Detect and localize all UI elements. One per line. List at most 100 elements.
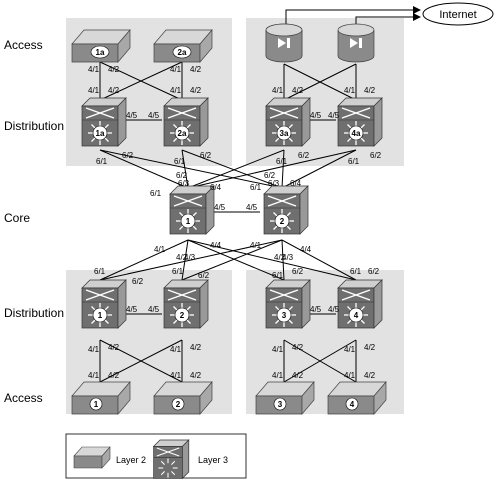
port-label: 6/2	[298, 151, 310, 160]
port-label: 6/1	[250, 183, 262, 192]
port-label: 4/2	[108, 371, 120, 380]
access-switch-2a: 2a	[153, 29, 213, 63]
distribution-switch-3a-label: 3a	[280, 129, 289, 138]
port-label: 6/1	[348, 157, 360, 166]
distribution-switch-2a: 2a	[163, 97, 209, 147]
port-label: 4/2	[190, 343, 202, 352]
port-label: 6/1	[276, 157, 288, 166]
port-label: 6/1	[272, 271, 284, 280]
access-switch-2-label: 2	[176, 400, 181, 409]
port-label: 4/3	[282, 253, 294, 262]
port-label: 4/2	[190, 86, 202, 95]
port-label: 6/2	[368, 267, 380, 276]
port-label: 4/2	[108, 86, 120, 95]
distribution-switch-1a-label: 1a	[96, 129, 105, 138]
distribution-switch-1-label: 1	[98, 311, 103, 320]
port-label: 6/4	[210, 183, 222, 192]
distribution-switch-4a: 4a	[337, 97, 383, 147]
port-label: 4/1	[170, 65, 182, 74]
port-label: 6/1	[172, 267, 184, 276]
port-label: 4/5	[126, 111, 138, 120]
port-label: 4/1	[344, 86, 356, 95]
access-switch-1-label: 1	[94, 400, 99, 409]
port-label: 4/5	[214, 203, 226, 212]
port-label: 4/5	[310, 305, 322, 314]
legend: Layer 2 Layer 3	[65, 433, 247, 480]
tier-access-bottom: Access	[4, 391, 43, 405]
distribution-switch-3-label: 3	[282, 311, 287, 320]
legend-layer2-icon	[73, 446, 111, 469]
port-label: 6/2	[198, 271, 210, 280]
tier-distribution-bottom: Distribution	[4, 306, 65, 320]
port-label: 6/2	[292, 267, 304, 276]
edge-router-right	[337, 23, 375, 63]
port-label: 4/2	[292, 343, 304, 352]
port-label: 4/2	[364, 371, 376, 380]
core-switch-2-label: 2	[280, 217, 285, 226]
port-label: 4/5	[148, 305, 160, 314]
port-label: 4/1	[170, 371, 182, 380]
port-label: 4/5	[126, 305, 138, 314]
port-label: 6/3	[178, 179, 190, 188]
legend-layer3-switch	[152, 439, 190, 480]
legend-layer3-label: Layer 3	[198, 455, 228, 465]
access-switch-2: 2	[153, 381, 213, 415]
port-label: 4/2	[292, 86, 304, 95]
port-label: 4/2	[190, 371, 202, 380]
port-label: 4/1	[344, 371, 356, 380]
internet-label: Internet	[439, 9, 476, 21]
port-label: 6/2	[122, 151, 134, 160]
port-label: 4/5	[310, 111, 322, 120]
port-label: 4/2	[274, 253, 286, 262]
port-label: 4/1	[88, 65, 100, 74]
port-label: 4/2	[176, 253, 188, 262]
core-switch-1-label: 1	[186, 217, 191, 226]
port-label: 4/1	[88, 86, 100, 95]
access-switch-1: 1	[71, 381, 131, 415]
distribution-switch-1: 1	[81, 279, 127, 329]
port-label: 4/1	[154, 245, 166, 254]
internet-uplinks	[285, 6, 421, 26]
port-label: 4/2	[364, 343, 376, 352]
distribution-switch-4: 4	[337, 279, 383, 329]
access-switch-4: 4	[327, 381, 387, 415]
access-switch-4-label: 4	[350, 400, 355, 409]
port-label: 6/2	[264, 171, 276, 180]
port-label: 4/4	[300, 245, 312, 254]
distribution-switch-2: 2	[163, 279, 209, 329]
distribution-switch-2-label: 2	[180, 311, 185, 320]
port-label: 4/2	[108, 343, 120, 352]
core-switch-1: 1	[169, 185, 215, 235]
internet-cloud	[422, 2, 494, 26]
layer3-switches: 1a 2a 3a 4a 1 2 1 2 3 4	[81, 97, 383, 329]
access-switch-3: 3	[255, 381, 315, 415]
distribution-switch-3a: 3a	[265, 97, 311, 147]
distribution-switch-4-label: 4	[354, 311, 359, 320]
access-switch-2a-label: 2a	[178, 48, 187, 57]
port-label: 4/1	[88, 371, 100, 380]
port-label: 6/3	[268, 179, 280, 188]
port-label: 4/1	[272, 371, 284, 380]
access-switch-3-label: 3	[278, 400, 283, 409]
port-label: 6/4	[290, 179, 302, 188]
port-label: 6/1	[350, 267, 362, 276]
port-label: 4/5	[328, 305, 340, 314]
distribution-switch-1a: 1a	[81, 97, 127, 147]
port-label: 4/1	[344, 345, 356, 354]
core-switch-2: 2	[263, 185, 309, 235]
port-label: 4/1	[170, 345, 182, 354]
legend-layer2-label: Layer 2	[116, 455, 146, 465]
legend-layer3-icon	[152, 439, 190, 480]
port-label: 4/1	[272, 86, 284, 95]
tier-access-top: Access	[4, 38, 43, 52]
edge-router-left	[265, 23, 303, 63]
tier-core: Core	[4, 211, 31, 225]
port-label: 4/5	[328, 111, 340, 120]
port-label: 6/2	[200, 151, 212, 160]
port-label: 4/5	[246, 203, 258, 212]
port-label: 6/2	[176, 171, 188, 180]
distribution-switch-2a-label: 2a	[178, 129, 187, 138]
